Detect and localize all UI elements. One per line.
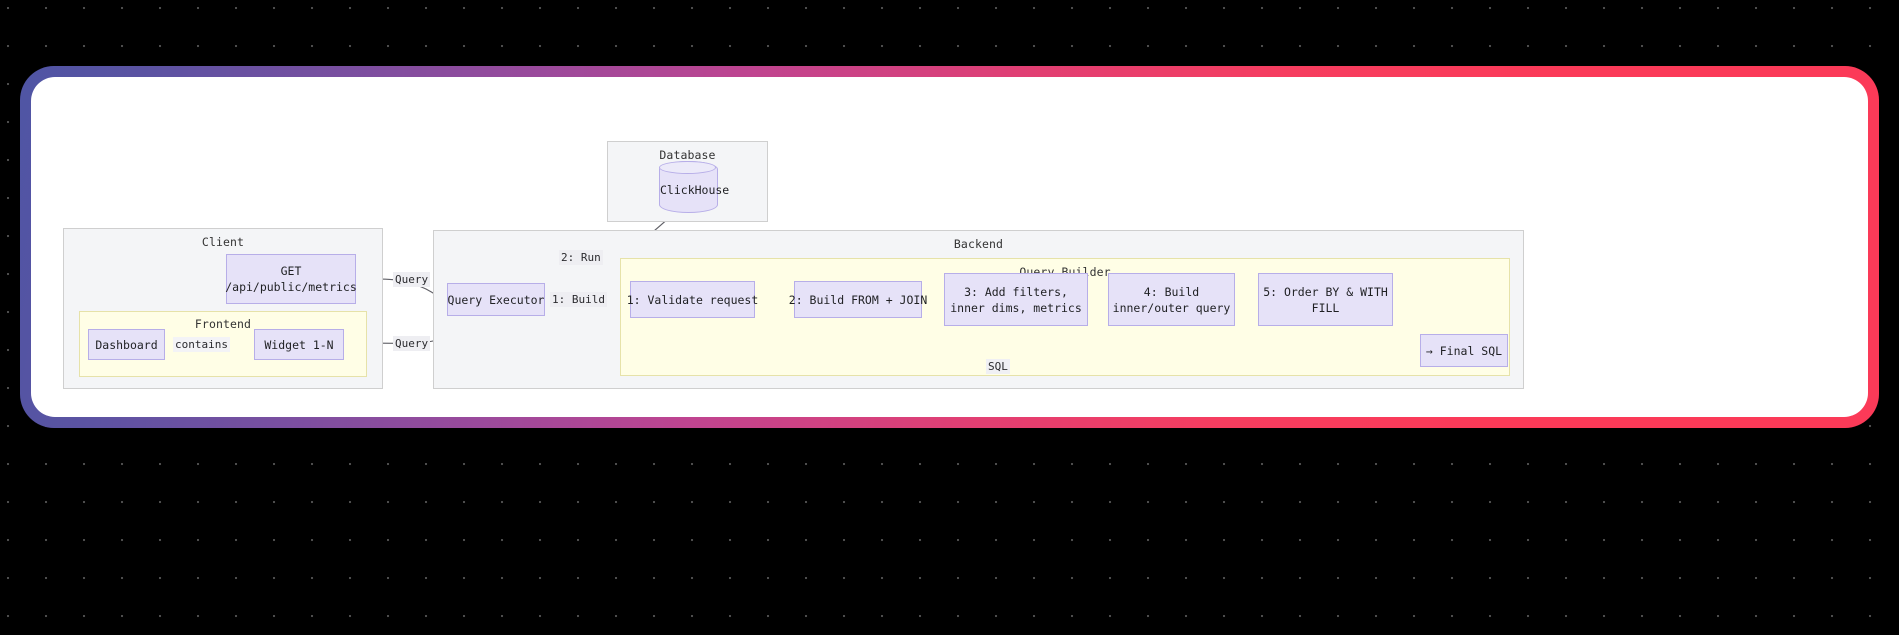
node-step-5[interactable]: 5: Order BY & WITH FILL xyxy=(1258,273,1393,326)
gradient-frame: Client Frontend Database Backend Query B… xyxy=(20,66,1879,428)
group-client-title: Client xyxy=(201,235,245,249)
diagram-card: Client Frontend Database Backend Query B… xyxy=(31,77,1868,417)
node-widget-label: Widget 1-N xyxy=(264,337,334,352)
node-step-1[interactable]: 1: Validate request xyxy=(627,281,758,318)
node-api-endpoint-line2: /api/public/metrics xyxy=(225,280,357,294)
node-widget[interactable]: Widget 1-N xyxy=(254,329,344,360)
node-api-endpoint-line1: GET xyxy=(280,264,302,278)
node-step-5-line2: FILL xyxy=(1311,300,1340,315)
node-query-executor-label: Query Executor xyxy=(447,292,545,307)
group-database-title: Database xyxy=(659,148,716,162)
node-clickhouse-label: ClickHouse xyxy=(660,183,730,197)
node-api-endpoint[interactable]: GET /api/public/metrics xyxy=(225,254,357,304)
node-step-4-line1: 4: Build xyxy=(1143,284,1200,299)
node-step-1-label: 1: Validate request xyxy=(626,292,759,307)
node-step-2-label: 2: Build FROM + JOIN xyxy=(788,292,928,307)
node-step-5-line1: 5: Order BY & WITH xyxy=(1263,284,1388,299)
edge-label-build: 1: Build xyxy=(550,292,607,307)
node-step-4[interactable]: 4: Build inner/outer query xyxy=(1108,273,1235,326)
diagram-canvas: Client Frontend Database Backend Query B… xyxy=(31,77,1868,417)
group-frontend-title: Frontend xyxy=(194,317,252,331)
node-step-3-line2: inner dims, metrics xyxy=(950,300,1082,315)
edge-label-query-api: Query xyxy=(393,272,431,287)
edge-label-run: 2: Run xyxy=(559,250,603,265)
node-dashboard-label: Dashboard xyxy=(95,337,158,352)
node-step-3[interactable]: 3: Add filters, inner dims, metrics xyxy=(944,273,1088,326)
edge-label-query-widget: Query xyxy=(393,336,431,351)
node-dashboard[interactable]: Dashboard xyxy=(88,329,165,360)
edge-label-sql: SQL xyxy=(986,359,1010,374)
node-step-2[interactable]: 2: Build FROM + JOIN xyxy=(789,281,927,318)
node-query-executor[interactable]: Query Executor xyxy=(447,283,545,316)
node-step-4-line2: inner/outer query xyxy=(1112,300,1231,315)
node-final-sql[interactable]: → Final SQL xyxy=(1420,334,1508,367)
node-clickhouse[interactable]: ClickHouse xyxy=(659,161,730,213)
edge-label-contains: contains xyxy=(173,337,230,352)
node-final-sql-label: → Final SQL xyxy=(1425,343,1503,358)
node-step-3-line1: 3: Add filters, xyxy=(964,284,1068,299)
group-backend-title: Backend xyxy=(953,237,1004,251)
